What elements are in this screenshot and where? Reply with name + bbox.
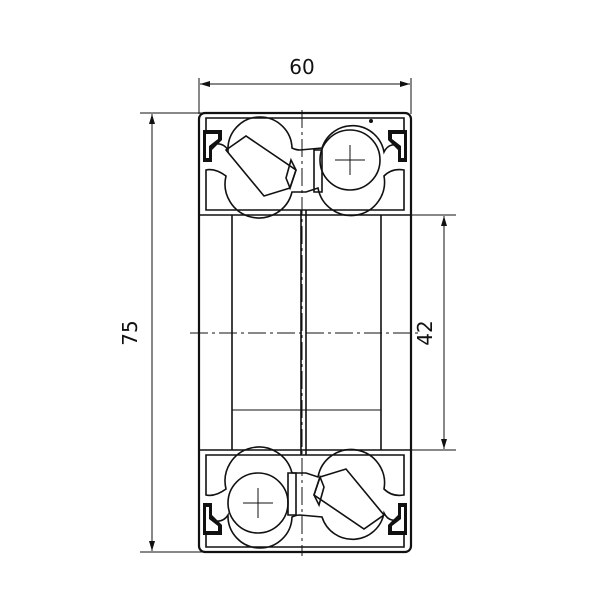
bottom-left-seal <box>203 503 222 535</box>
top-left-cage <box>285 157 297 191</box>
top-left-seal <box>203 130 222 162</box>
bottom-left-cage <box>287 472 297 516</box>
top-outer-ring <box>205 116 405 155</box>
top-marker-dot <box>369 119 373 123</box>
width-label: 60 <box>289 55 314 79</box>
bottom-section <box>203 446 407 549</box>
bottom-right-cage <box>313 474 325 508</box>
outer-diameter-label: 75 <box>118 320 142 345</box>
top-right-cage <box>313 149 323 193</box>
outer-contour <box>197 111 413 554</box>
bottom-inner-ring <box>205 446 405 497</box>
bottom-right-roller <box>313 468 386 530</box>
top-right-seal <box>388 130 407 162</box>
top-left-roller <box>224 135 297 197</box>
width-dimension: 60 <box>198 55 412 114</box>
top-section <box>203 116 407 219</box>
outer-diameter-dimension: 75 <box>118 112 205 553</box>
bottom-right-seal <box>388 503 407 535</box>
top-inner-ring <box>205 168 405 219</box>
bottom-outer-ring <box>205 510 405 549</box>
bearing-body <box>197 111 413 554</box>
top-right-ball <box>319 129 381 191</box>
